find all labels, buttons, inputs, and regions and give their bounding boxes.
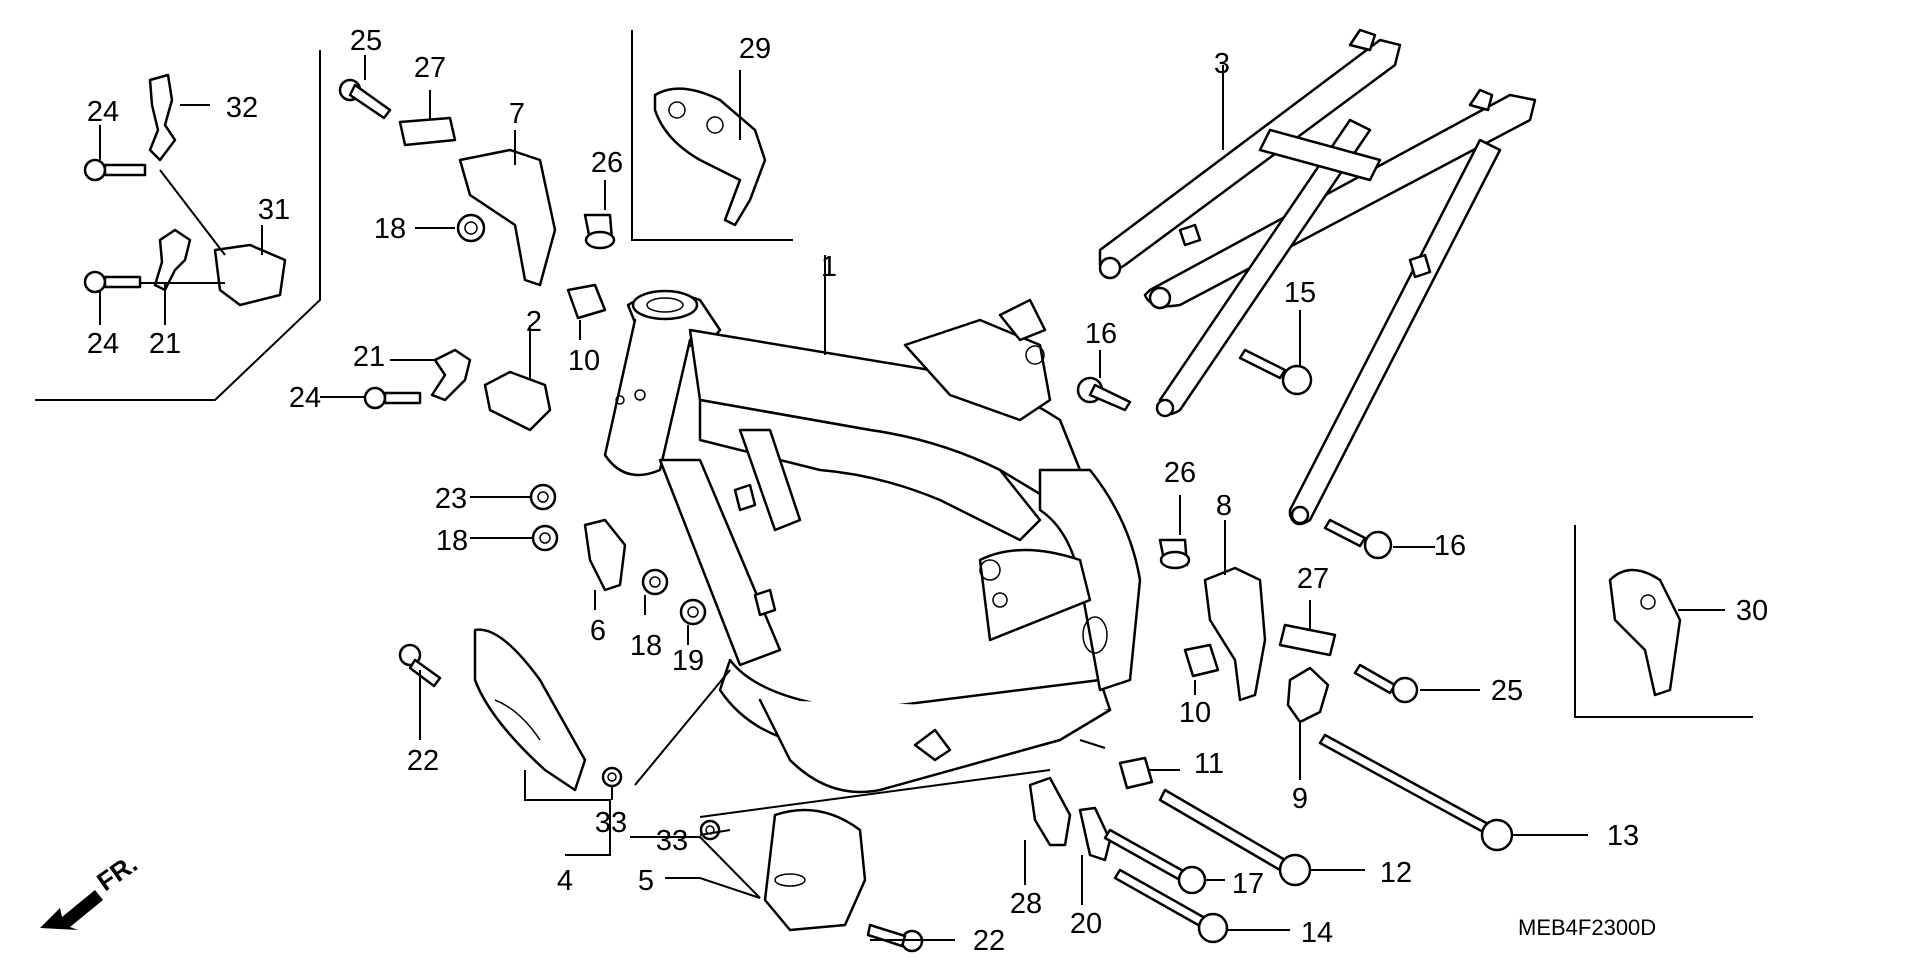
front-direction-marker: FR. [40, 848, 143, 930]
bolt-15 [1238, 348, 1313, 396]
bolt-24-top [83, 158, 147, 182]
guard-5 [763, 808, 867, 932]
callout-33a: 33 [595, 807, 627, 839]
callout-labels: 1 2 3 4 5 6 7 8 9 10 10 11 12 13 14 15 1… [87, 25, 1768, 957]
callout-1: 1 [821, 251, 837, 283]
callout-27b: 27 [1297, 563, 1329, 595]
callout-9: 9 [1292, 783, 1308, 815]
callout-8: 8 [1216, 490, 1232, 522]
bolt-24-mid [363, 386, 422, 410]
arrow-left-icon [40, 890, 103, 930]
plate-27-right [1278, 623, 1337, 657]
callout-18c: 18 [630, 630, 662, 662]
callout-11: 11 [1194, 748, 1224, 780]
washer-19 [679, 598, 707, 626]
washer-33-lower [699, 819, 721, 841]
callout-24a: 24 [87, 96, 119, 128]
bracket-32 [148, 73, 177, 162]
bolt-26-right [1158, 538, 1191, 570]
callout-32: 32 [226, 92, 258, 124]
callout-26b: 26 [1164, 457, 1196, 489]
diagram-code: MEB4F2300D [1518, 915, 1656, 940]
callout-16a: 16 [1085, 318, 1117, 350]
bolt-22-bottom [866, 923, 924, 953]
bolt-25-right [1353, 663, 1419, 704]
callout-20: 20 [1070, 908, 1102, 940]
callout-31: 31 [258, 194, 290, 226]
callout-18b: 18 [436, 525, 468, 557]
collar-10-right [1183, 643, 1220, 678]
callout-33b: 33 [656, 825, 688, 857]
guard-4 [473, 628, 587, 792]
callout-28: 28 [1010, 888, 1042, 920]
callout-22a: 22 [407, 745, 439, 777]
collar-11 [1118, 756, 1154, 790]
bracket-30 [1608, 568, 1682, 697]
clip-21-top [153, 228, 192, 292]
nut-18-low [641, 568, 669, 596]
callout-12: 12 [1380, 857, 1412, 889]
bolt-26-top [583, 213, 616, 250]
leader-lines [99, 55, 1725, 941]
clip-2 [483, 370, 552, 432]
callout-29: 29 [739, 33, 771, 65]
collar-10-top [566, 283, 607, 320]
callout-16b: 16 [1434, 530, 1466, 562]
callout-3: 3 [1214, 48, 1230, 80]
callout-19: 19 [672, 645, 704, 677]
bracket-28 [1028, 776, 1072, 847]
callout-10b: 10 [1179, 697, 1211, 729]
bracket-7 [458, 148, 557, 287]
sub-frame[interactable] [1098, 28, 1537, 526]
bolt-16-lower [1323, 518, 1393, 560]
bracket-8 [1203, 566, 1267, 702]
bolt-24-bottom [83, 270, 142, 294]
callout-22b: 22 [973, 925, 1005, 957]
section-dividers [35, 30, 1753, 718]
callout-23: 23 [435, 483, 467, 515]
bolt-12 [1158, 788, 1312, 887]
bolt-22-top [398, 643, 442, 688]
callout-15: 15 [1284, 277, 1316, 309]
callout-7: 7 [509, 98, 525, 130]
callout-26a: 26 [591, 147, 623, 179]
callout-21a: 21 [149, 328, 181, 360]
bolt-25-top [338, 78, 392, 120]
clip-21-mid [430, 348, 472, 402]
bracket-29 [653, 87, 767, 227]
washer-33-upper [601, 766, 623, 788]
clip-9 [1286, 666, 1330, 724]
nut-23 [529, 483, 557, 511]
callout-24b: 24 [87, 328, 119, 360]
nut-18-mid [531, 524, 559, 552]
callout-25a: 25 [350, 25, 382, 57]
callout-27a: 27 [414, 52, 446, 84]
callout-6: 6 [590, 615, 606, 647]
callout-25b: 25 [1491, 675, 1523, 707]
bracket-20 [1078, 806, 1112, 862]
callout-30: 30 [1736, 595, 1768, 627]
bracket-31 [213, 243, 287, 307]
bolt-14 [1113, 868, 1229, 944]
callout-21b: 21 [353, 341, 385, 373]
plate-27-top [398, 116, 457, 147]
main-frame[interactable] [603, 289, 1142, 794]
callout-10a: 10 [568, 345, 600, 377]
callout-2: 2 [526, 306, 542, 338]
front-label: FR. [91, 848, 143, 897]
callout-18a: 18 [374, 213, 406, 245]
bracket-6 [583, 518, 627, 592]
callout-14: 14 [1301, 917, 1333, 949]
hardware-parts [83, 73, 1682, 953]
callout-4: 4 [557, 865, 573, 897]
callout-17: 17 [1232, 868, 1264, 900]
bolt-16-upper [1076, 376, 1132, 412]
callout-13: 13 [1607, 820, 1639, 852]
bolt-13 [1318, 733, 1514, 852]
nut-18-top [456, 213, 486, 243]
callout-5: 5 [638, 865, 654, 897]
bolt-17 [1103, 828, 1207, 895]
callout-24c: 24 [289, 382, 321, 414]
